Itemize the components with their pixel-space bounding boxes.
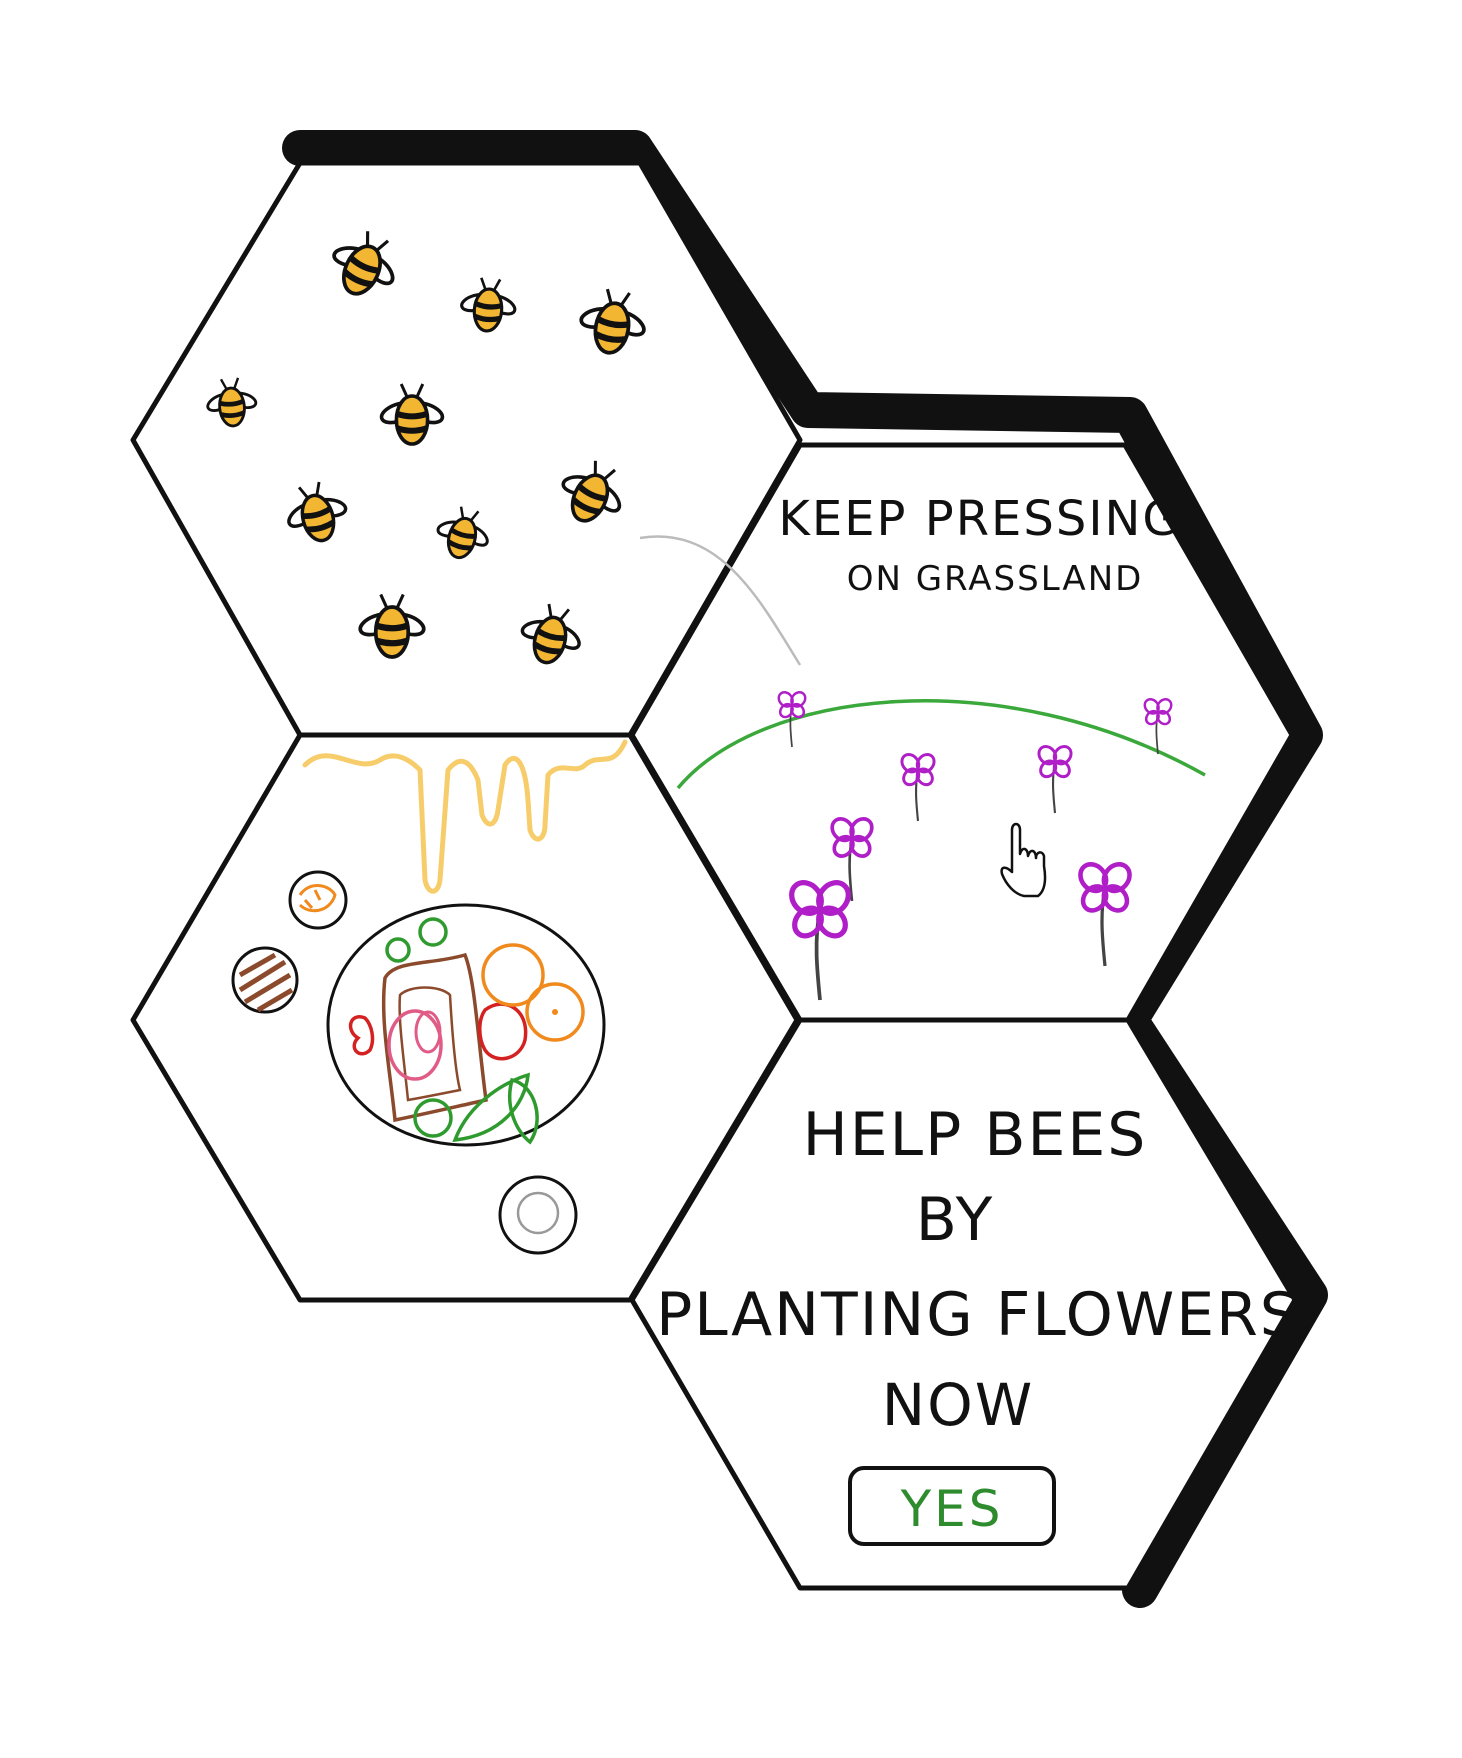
breakfast-plate bbox=[326, 903, 606, 1147]
food-panel bbox=[130, 732, 800, 1303]
yes-button-label: YES bbox=[900, 1480, 1004, 1538]
cta-line3: PLANTING FLOWERS bbox=[656, 1280, 1300, 1350]
cookie-icon bbox=[288, 870, 348, 930]
small-dish-icon bbox=[498, 1175, 578, 1255]
honey-drip bbox=[302, 739, 628, 894]
cta-line2: BY bbox=[916, 1185, 995, 1255]
grassland-ground[interactable] bbox=[676, 699, 1206, 790]
yes-button[interactable]: YES bbox=[848, 1466, 1056, 1546]
pointing-hand-icon bbox=[1000, 822, 1047, 898]
cta-line4: NOW bbox=[882, 1371, 1034, 1439]
cta-panel: HELP BEES BY PLANTING FLOWERS NOW YES bbox=[629, 1017, 1300, 1591]
chocolate-cookie-icon bbox=[231, 946, 299, 1014]
grassland-instruction-line1: KEEP PRESSING bbox=[778, 491, 1181, 547]
cta-hex bbox=[629, 1017, 1298, 1591]
cta-line1: HELP BEES bbox=[803, 1100, 1148, 1170]
grassland-instruction-line2: ON GRASSLAND bbox=[847, 559, 1144, 599]
hive-outer-wall bbox=[282, 130, 1328, 1608]
bee-flight-path bbox=[639, 535, 802, 666]
grassland-panel[interactable]: KEEP PRESSING ON GRASSLAND bbox=[629, 442, 1295, 1023]
